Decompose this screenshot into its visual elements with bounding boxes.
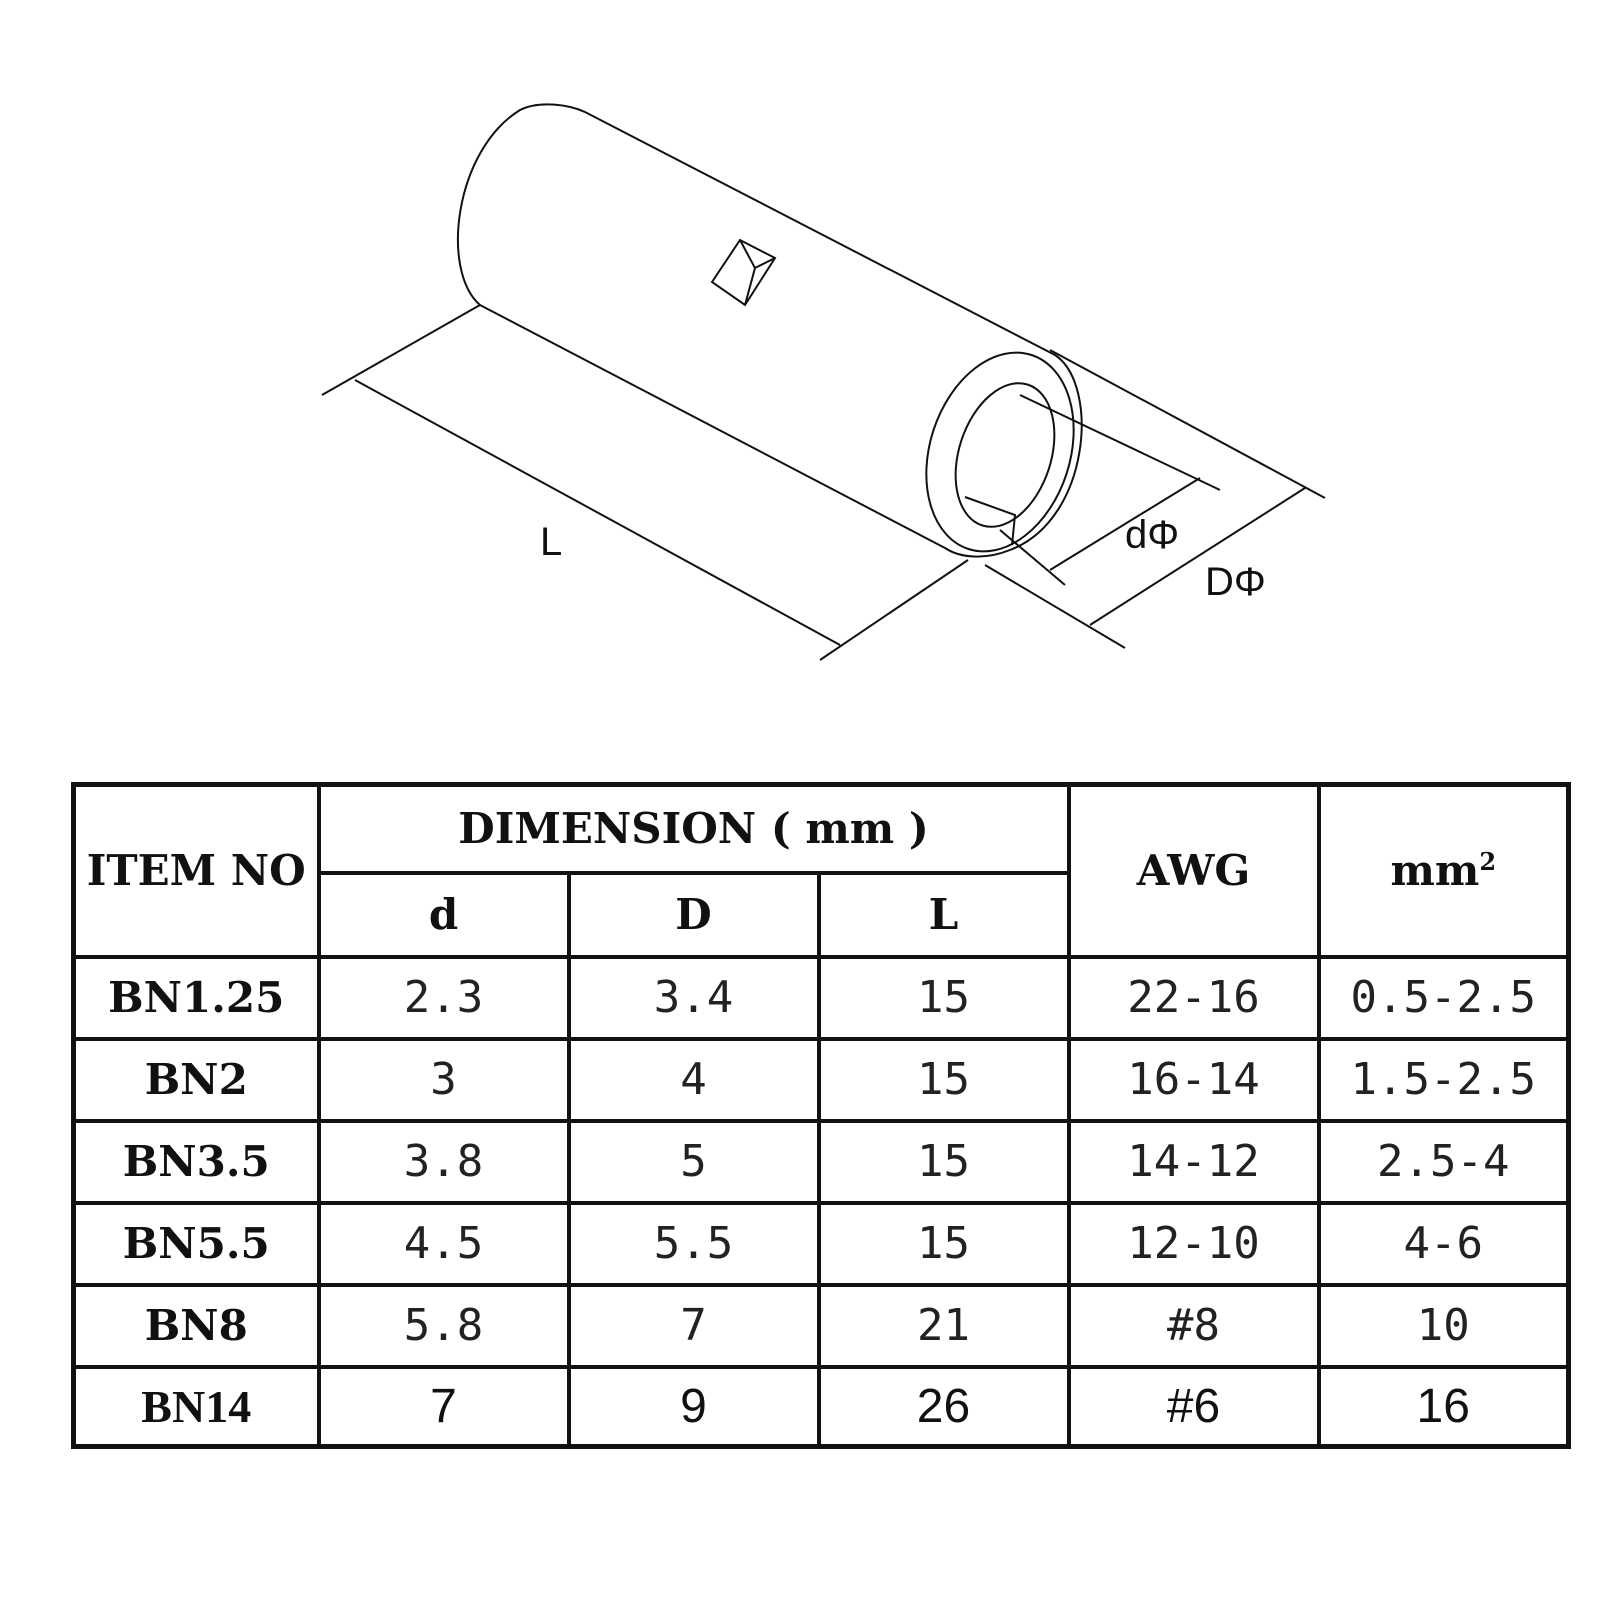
d-cell: 3.8 (316, 1118, 571, 1205)
table-row: BN2 3 4 15 16-14 1.5-2.5 (71, 1036, 1571, 1123)
d-cell: 4.5 (316, 1200, 571, 1287)
d-cell: 5.8 (316, 1282, 571, 1369)
spec-table: ITEM NO DIMENSION ( mm ) AWG mm2 d D L B… (71, 782, 1571, 1449)
awg-cell: 22-16 (1066, 954, 1321, 1041)
item-cell: BN2 (71, 1036, 321, 1123)
D-cell: 3.4 (566, 954, 821, 1041)
mm2-cell: 1.5-2.5 (1316, 1036, 1571, 1123)
d-cell: 3 (316, 1036, 571, 1123)
outer-diameter-label: DΦ (1205, 560, 1266, 604)
awg-cell: #6 (1066, 1364, 1321, 1449)
d-extension-bottom (999, 529, 1066, 586)
table-row: BN3.5 3.8 5 15 14-12 2.5-4 (71, 1118, 1571, 1205)
header-dimension: DIMENSION ( mm ) (316, 782, 1071, 875)
d-extension-top (1019, 394, 1221, 491)
header-d: d (316, 870, 571, 959)
item-cell: BN5.5 (71, 1200, 321, 1287)
header-L: L (816, 870, 1071, 959)
l-extension-left (321, 304, 481, 396)
L-cell: 26 (816, 1364, 1071, 1449)
item-cell: BN14 (71, 1364, 321, 1449)
header-awg: AWG (1066, 782, 1321, 959)
dd-dimension-line (1089, 487, 1306, 626)
l-dimension-line (354, 379, 841, 646)
inner-diameter-label: dΦ (1125, 513, 1179, 557)
awg-cell: 16-14 (1066, 1036, 1321, 1123)
mm2-cell: 2.5-4 (1316, 1118, 1571, 1205)
mm2-cell: 16 (1316, 1364, 1571, 1449)
item-cell: BN8 (71, 1282, 321, 1369)
L-cell: 15 (816, 1118, 1071, 1205)
d-dimension-line (1049, 477, 1201, 571)
dd-extension-bottom (984, 564, 1126, 649)
mm2-cell: 10 (1316, 1282, 1571, 1369)
item-cell: BN1.25 (71, 954, 321, 1041)
header-mm2: mm2 (1316, 782, 1571, 959)
table-row: BN8 5.8 7 21 #8 10 (71, 1282, 1571, 1369)
l-extension-right (819, 559, 969, 661)
tube-outline (456, 103, 1083, 558)
awg-cell: 12-10 (1066, 1200, 1321, 1287)
L-cell: 21 (816, 1282, 1071, 1369)
D-cell: 5.5 (566, 1200, 821, 1287)
header-item-no: ITEM NO (71, 782, 321, 959)
mm2-cell: 0.5-2.5 (1316, 954, 1571, 1041)
awg-cell: #8 (1066, 1282, 1321, 1369)
d-cell: 7 (316, 1364, 571, 1449)
table-row: BN1.25 2.3 3.4 15 22-16 0.5-2.5 (71, 954, 1571, 1041)
d-cell: 2.3 (316, 954, 571, 1041)
D-cell: 4 (566, 1036, 821, 1123)
tube-end-inner (954, 382, 1056, 528)
tube-end-outer (925, 351, 1075, 553)
length-label: L (540, 520, 562, 564)
L-cell: 15 (816, 1200, 1071, 1287)
item-cell: BN3.5 (71, 1118, 321, 1205)
butt-connector-drawing: L dΦ DΦ (321, 103, 1326, 661)
bore-seam (964, 496, 1017, 546)
table-row: BN5.5 4.5 5.5 15 12-10 4-6 (71, 1200, 1571, 1287)
table-row: BN14 7 9 26 #6 16 (71, 1364, 1571, 1449)
header-mm2-exponent: 2 (1479, 847, 1497, 877)
D-cell: 7 (566, 1282, 821, 1369)
header-mm2-unit: mm (1390, 846, 1480, 896)
D-cell: 9 (566, 1364, 821, 1449)
inspection-window (710, 238, 777, 307)
awg-cell: 14-12 (1066, 1118, 1321, 1205)
D-cell: 5 (566, 1118, 821, 1205)
L-cell: 15 (816, 1036, 1071, 1123)
mm2-cell: 4-6 (1316, 1200, 1571, 1287)
header-D: D (566, 870, 821, 959)
L-cell: 15 (816, 954, 1071, 1041)
dd-extension-top (1049, 349, 1326, 499)
